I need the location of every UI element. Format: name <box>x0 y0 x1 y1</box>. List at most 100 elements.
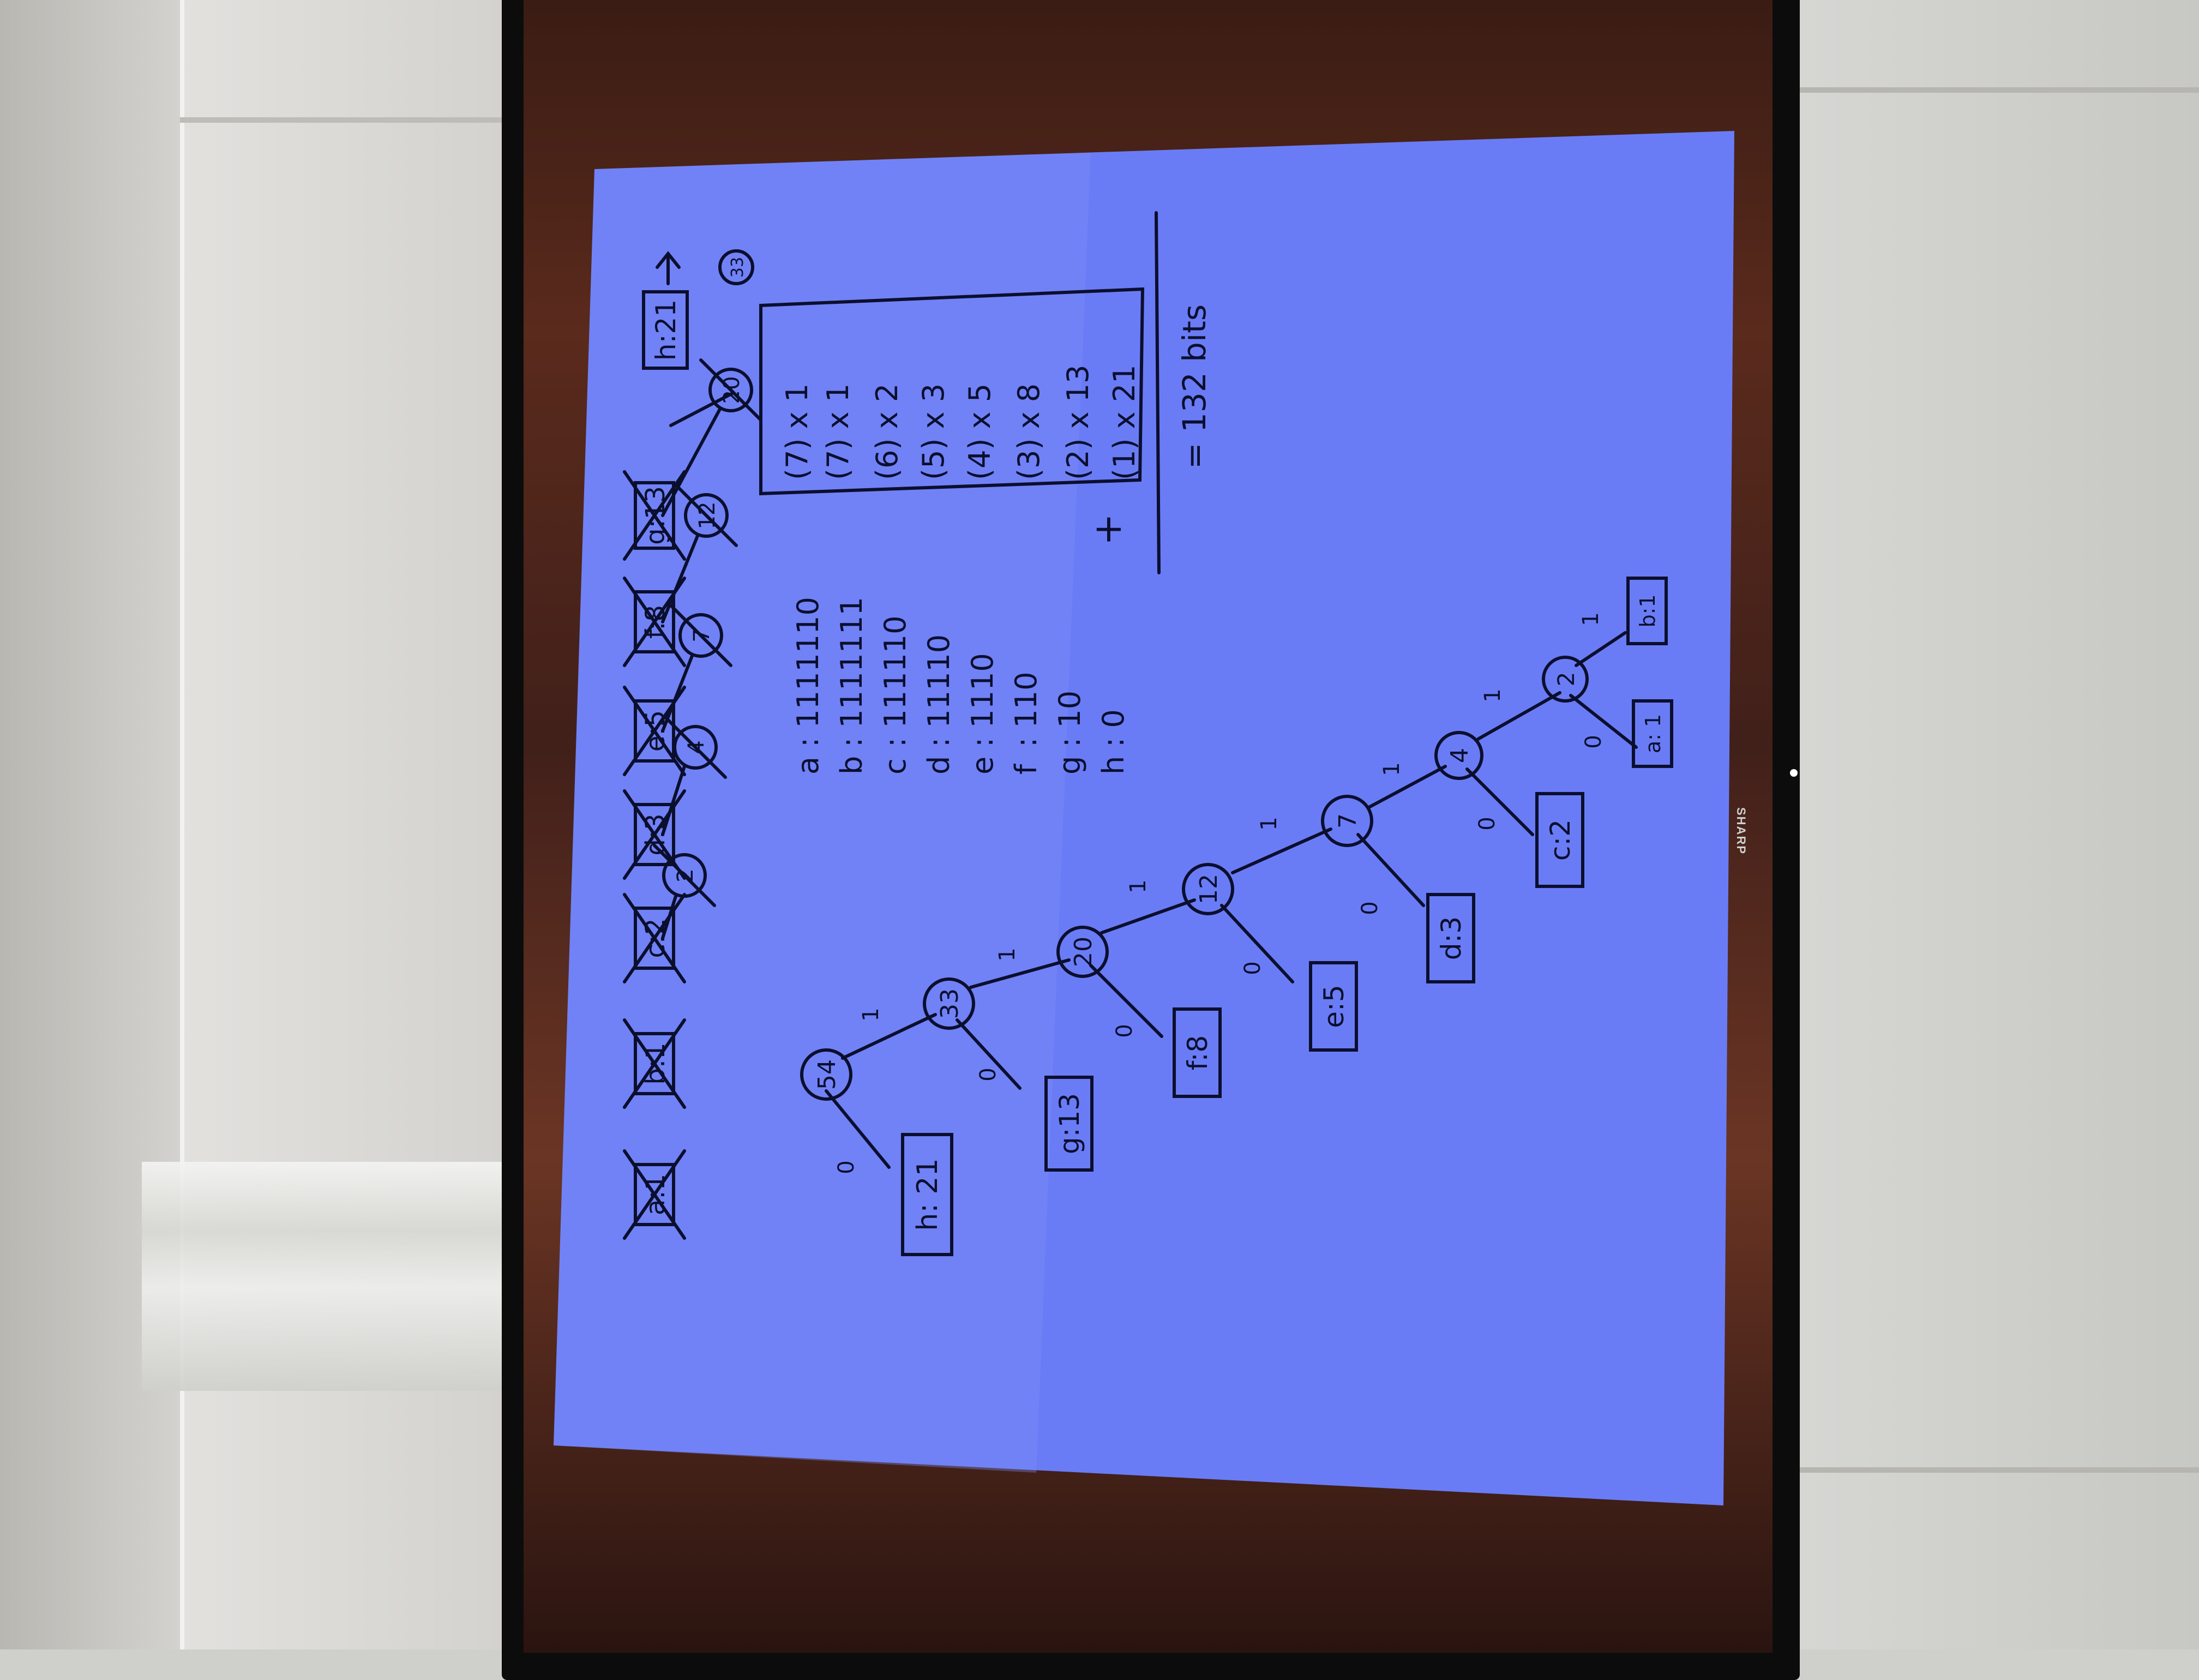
tree-leaf-label: f:8 <box>1182 1035 1213 1070</box>
code-symbol: f <box>1009 763 1043 775</box>
code-symbol: b <box>834 756 869 775</box>
tree-edge <box>1476 691 1561 741</box>
code-row: h : 0 <box>1096 709 1131 775</box>
wall-seam <box>180 0 184 1649</box>
queue-item: b:1 <box>623 1018 686 1109</box>
tree-edge <box>969 958 1071 989</box>
code-row: f : 110 <box>1009 672 1043 775</box>
edge-label-zero: 0 <box>1475 817 1500 830</box>
product-row: (6) x 2 <box>870 383 904 480</box>
wall-panel <box>1800 0 2199 1649</box>
tree-node: 12 <box>1182 863 1234 915</box>
edge-label-one: 1 <box>1126 879 1151 893</box>
tree-leaf: g:13 <box>1044 1076 1094 1172</box>
merge-node: 4 <box>664 716 727 779</box>
tree-node: 2 <box>1542 656 1589 703</box>
tree-node: 33 <box>923 977 975 1030</box>
tree-node-label: 7 <box>1334 813 1362 829</box>
edge-label-one: 1 <box>858 1007 884 1021</box>
edge-label-zero: 0 <box>976 1067 1001 1081</box>
edge-label-one: 1 <box>1379 762 1404 776</box>
edge-label-zero: 0 <box>834 1160 859 1174</box>
code-row: d : 11110 <box>922 634 956 775</box>
huffman-tree: 54 33 20 12 7 4 <box>800 577 1673 1256</box>
strike-mark <box>675 484 738 547</box>
code-row: e : 1110 <box>965 653 1000 775</box>
tree-leaf: f:8 <box>1173 1007 1222 1098</box>
edge-label-one: 1 <box>995 947 1020 961</box>
slide-glare <box>554 153 1091 1473</box>
code-value: : 1110 <box>965 653 1000 747</box>
strike-mark <box>623 1149 686 1240</box>
tree-leaf-label: b:1 <box>1636 594 1660 627</box>
code-value: : 11110 <box>922 634 956 747</box>
tree-edge <box>825 1089 891 1169</box>
tree-leaf: h: 21 <box>901 1133 953 1256</box>
queue-item: c:2 <box>623 893 686 983</box>
strike-mark <box>623 470 686 561</box>
tree-leaf-label: h: 21 <box>911 1158 944 1231</box>
merge-node: 12 <box>675 484 738 547</box>
code-value: : 1111110 <box>791 597 825 747</box>
code-row: c : 111110 <box>878 616 912 775</box>
tree-leaf-label: g:13 <box>1054 1093 1085 1154</box>
product-row: (1) x 21 <box>1107 365 1141 481</box>
edge-label-one: 1 <box>1578 612 1603 626</box>
edge-label-zero: 0 <box>1112 1024 1137 1037</box>
edge-label-zero: 0 <box>1581 735 1606 748</box>
code-value: : 10 <box>1053 691 1087 747</box>
merge-node: 20 <box>699 358 762 422</box>
tv-power-led <box>1790 769 1798 777</box>
strike-mark <box>623 893 686 983</box>
code-row: a : 1111110 <box>791 597 825 775</box>
tree-leaf-label: e:5 <box>1318 985 1350 1028</box>
tree-edge <box>1465 767 1534 836</box>
wall-seam <box>1800 1467 2199 1473</box>
queue-item: h:21 <box>642 290 689 370</box>
products-border <box>759 287 1145 496</box>
code-value: : 0 <box>1096 709 1131 747</box>
tree-node-label: 4 <box>1446 748 1474 763</box>
tree-node-label: 54 <box>813 1059 841 1090</box>
code-symbol: d <box>922 756 956 775</box>
window-reflection <box>142 1162 524 1391</box>
code-value: : 111110 <box>878 616 912 748</box>
arrow-head <box>656 251 681 269</box>
tree-node-label: 33 <box>936 988 964 1019</box>
sum-total: = 132 bits <box>1176 304 1213 469</box>
tree-leaf: c:2 <box>1535 792 1584 888</box>
tree-node-label: 20 <box>1070 937 1097 967</box>
tree-node: 54 <box>800 1048 852 1101</box>
handwriting-layer: a:1 b:1 c:2 d:3 <box>623 211 1673 1256</box>
products-box: (7) x 1 (7) x 1 (6) x 2 (5) x 3 (4) x 5 … <box>759 211 1213 574</box>
tree-edge <box>1367 765 1447 809</box>
edge-label-one: 1 <box>1480 688 1505 702</box>
tree-leaf-label: d:3 <box>1435 916 1467 960</box>
wall-seam <box>180 117 529 123</box>
merge-node: 2 <box>653 844 716 907</box>
code-value: : 1111111 <box>834 597 869 747</box>
strike-mark <box>623 577 686 667</box>
queue-item-label: h:21 <box>650 299 682 361</box>
queue-item: a:1 <box>623 1149 686 1240</box>
tree-edge <box>1356 833 1425 907</box>
merge-circles: 2 4 7 12 20 <box>653 249 762 940</box>
code-row: g : 10 <box>1053 691 1087 775</box>
strike-mark <box>664 716 727 779</box>
edge-label-one: 1 <box>1257 817 1282 830</box>
tree-edge <box>1220 904 1294 983</box>
merge-node-label: 33 <box>728 257 747 278</box>
strike-mark <box>669 604 732 667</box>
product-row: (4) x 5 <box>963 383 997 480</box>
code-row: b : 1111111 <box>834 597 869 775</box>
tree-leaf: a: 1 <box>1632 699 1673 768</box>
merge-node: 33 <box>718 249 754 285</box>
code-table: a : 1111110 b : 1111111 c : 111110 d : 1… <box>791 597 1131 775</box>
strike-mark <box>623 686 686 776</box>
code-symbol: g <box>1053 756 1087 775</box>
tree-leaf-label: a: 1 <box>1641 714 1665 753</box>
tree-leaf: b:1 <box>1626 577 1668 645</box>
strike-mark <box>699 358 762 422</box>
tree-node: 20 <box>1056 926 1109 978</box>
